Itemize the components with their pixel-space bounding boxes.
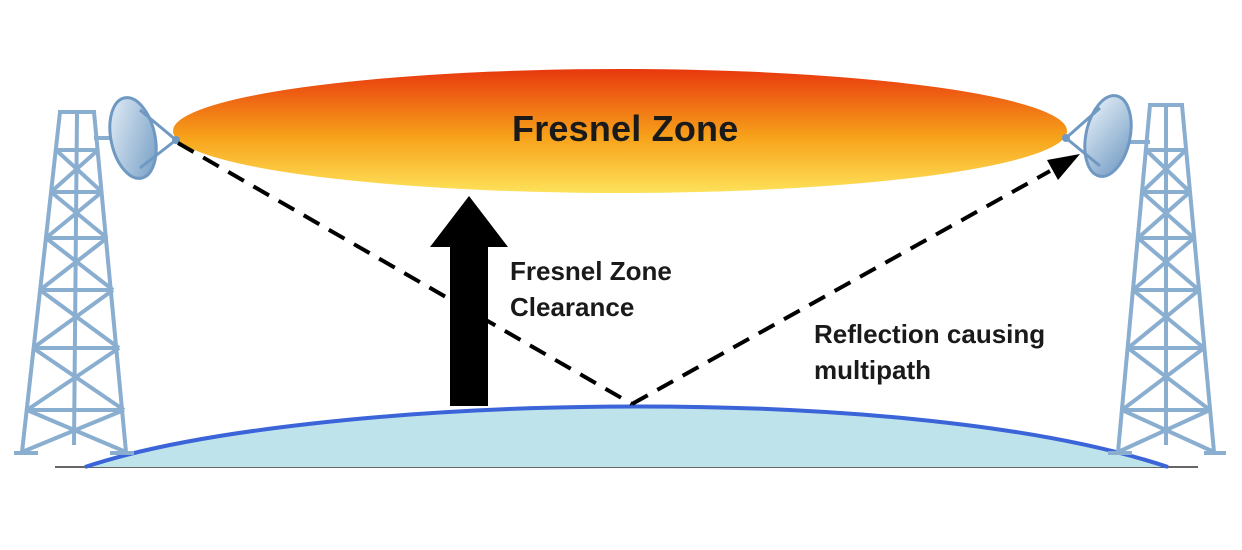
dish-antenna-icon [108, 96, 180, 180]
lattice-tower-icon [1108, 103, 1226, 455]
dish-antenna-icon [1062, 94, 1133, 178]
lattice-tower-icon [14, 110, 134, 455]
clearance-arrow [430, 196, 508, 406]
reflection-label-line2: multipath [814, 355, 931, 385]
fresnel-zone-title: Fresnel Zone [512, 108, 739, 149]
reflected-path-dashed [631, 169, 1051, 406]
earth-surface-line [84, 404, 1169, 469]
reflection-label: Reflection causing multipath [814, 316, 1045, 388]
clearance-label: Fresnel Zone Clearance [510, 253, 672, 325]
reflection-label-line1: Reflection causing [814, 319, 1046, 349]
fresnel-zone-ellipse [173, 69, 1067, 193]
incident-path-dashed [177, 141, 633, 406]
reflected-path-arrowhead [1047, 154, 1080, 180]
clearance-label-line2: Clearance [510, 292, 635, 322]
clearance-label-line1: Fresnel Zone [510, 256, 672, 286]
earth-bulge [85, 406, 1168, 467]
